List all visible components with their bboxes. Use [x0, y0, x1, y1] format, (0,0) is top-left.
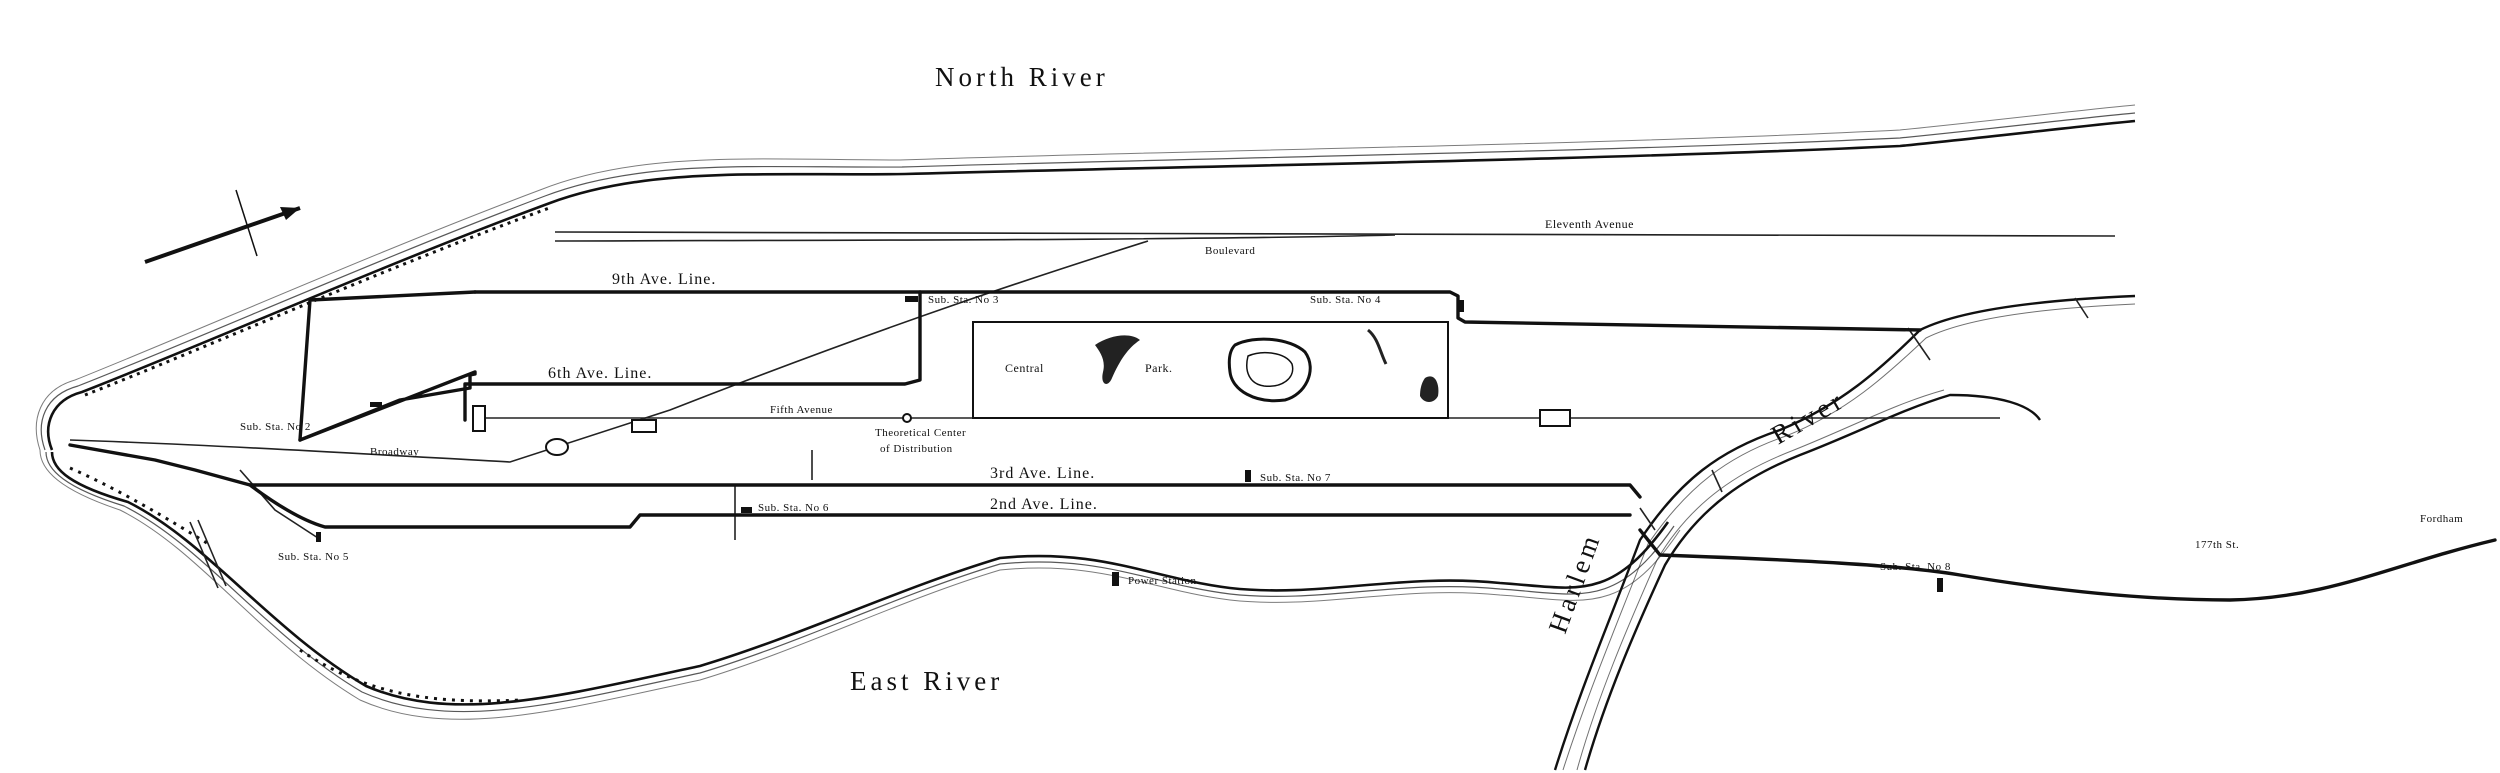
sub-station-6-marker — [741, 507, 752, 513]
park-label: Park. — [1145, 361, 1173, 375]
sixth-ave-line — [463, 290, 922, 422]
sub-station-2-marker — [370, 402, 382, 407]
central-park — [972, 321, 1449, 419]
power-station-label: Power Station — [1128, 575, 1197, 587]
theoretical-center-label: Theoretical Center — [875, 427, 966, 439]
broadway-street — [69, 240, 1149, 463]
east-river-label: East River — [850, 666, 1003, 696]
boulevard-street — [554, 234, 1396, 242]
sub-station-5-marker — [316, 532, 321, 542]
harlem-river — [189, 294, 2136, 771]
sub-station-5-label: Sub. Sta. No 5 — [278, 551, 349, 563]
sub-station-2-label: Sub. Sta. No 2 — [240, 421, 311, 433]
second-ave-line-label: 2nd Ave. Line. — [990, 496, 1098, 513]
sub-station-8-marker — [1937, 578, 1943, 592]
broadway-label: Broadway — [370, 446, 419, 458]
elevated-lines — [68, 290, 2497, 602]
sub-station-7-label: Sub. Sta. No 7 — [1260, 472, 1331, 484]
fifth-avenue-label: Fifth Avenue — [770, 404, 833, 416]
second-ave-line — [248, 483, 1632, 529]
reservoir-icon — [1227, 337, 1312, 403]
sub-station-4-marker — [1458, 300, 1464, 312]
sub-station-6-label: Sub. Sta. No 6 — [758, 502, 829, 514]
north-river-label: North River — [935, 62, 1109, 92]
sub-station-7-marker — [1245, 470, 1251, 482]
ninth-ave-line-label: 9th Ave. Line. — [612, 271, 716, 288]
compass-arrow-icon — [144, 189, 301, 264]
sub-station-4-label: Sub. Sta. No 4 — [1310, 294, 1381, 306]
eleventh-avenue-street — [554, 230, 2116, 237]
ninth-ave-line — [473, 290, 1922, 332]
boulevard-label: Boulevard — [1205, 245, 1255, 257]
stations — [316, 296, 1943, 592]
lake-icon — [1095, 335, 1140, 384]
eleventh-avenue-label: Eleventh Avenue — [1545, 217, 1634, 231]
third-ave-line — [68, 443, 1642, 499]
st-177-label: 177th St. — [2195, 539, 2239, 551]
sub-station-3-marker — [905, 296, 918, 302]
fordham-label: Fordham — [2420, 513, 2463, 525]
sub-station-3-label: Sub. Sta. No 3 — [928, 294, 999, 306]
distribution-label: of Distribution — [880, 443, 953, 455]
power-station-marker — [1112, 572, 1119, 586]
third-ave-line-label: 3rd Ave. Line. — [990, 465, 1095, 482]
sixth-ave-line-label: 6th Ave. Line. — [548, 365, 652, 382]
bronx-line — [1638, 528, 2497, 602]
central-label: Central — [1005, 361, 1044, 375]
sub-station-8-label: Sub. Sta. No 8 — [1880, 561, 1951, 573]
streets — [69, 230, 2116, 540]
theoretical-center-marker — [902, 413, 912, 423]
